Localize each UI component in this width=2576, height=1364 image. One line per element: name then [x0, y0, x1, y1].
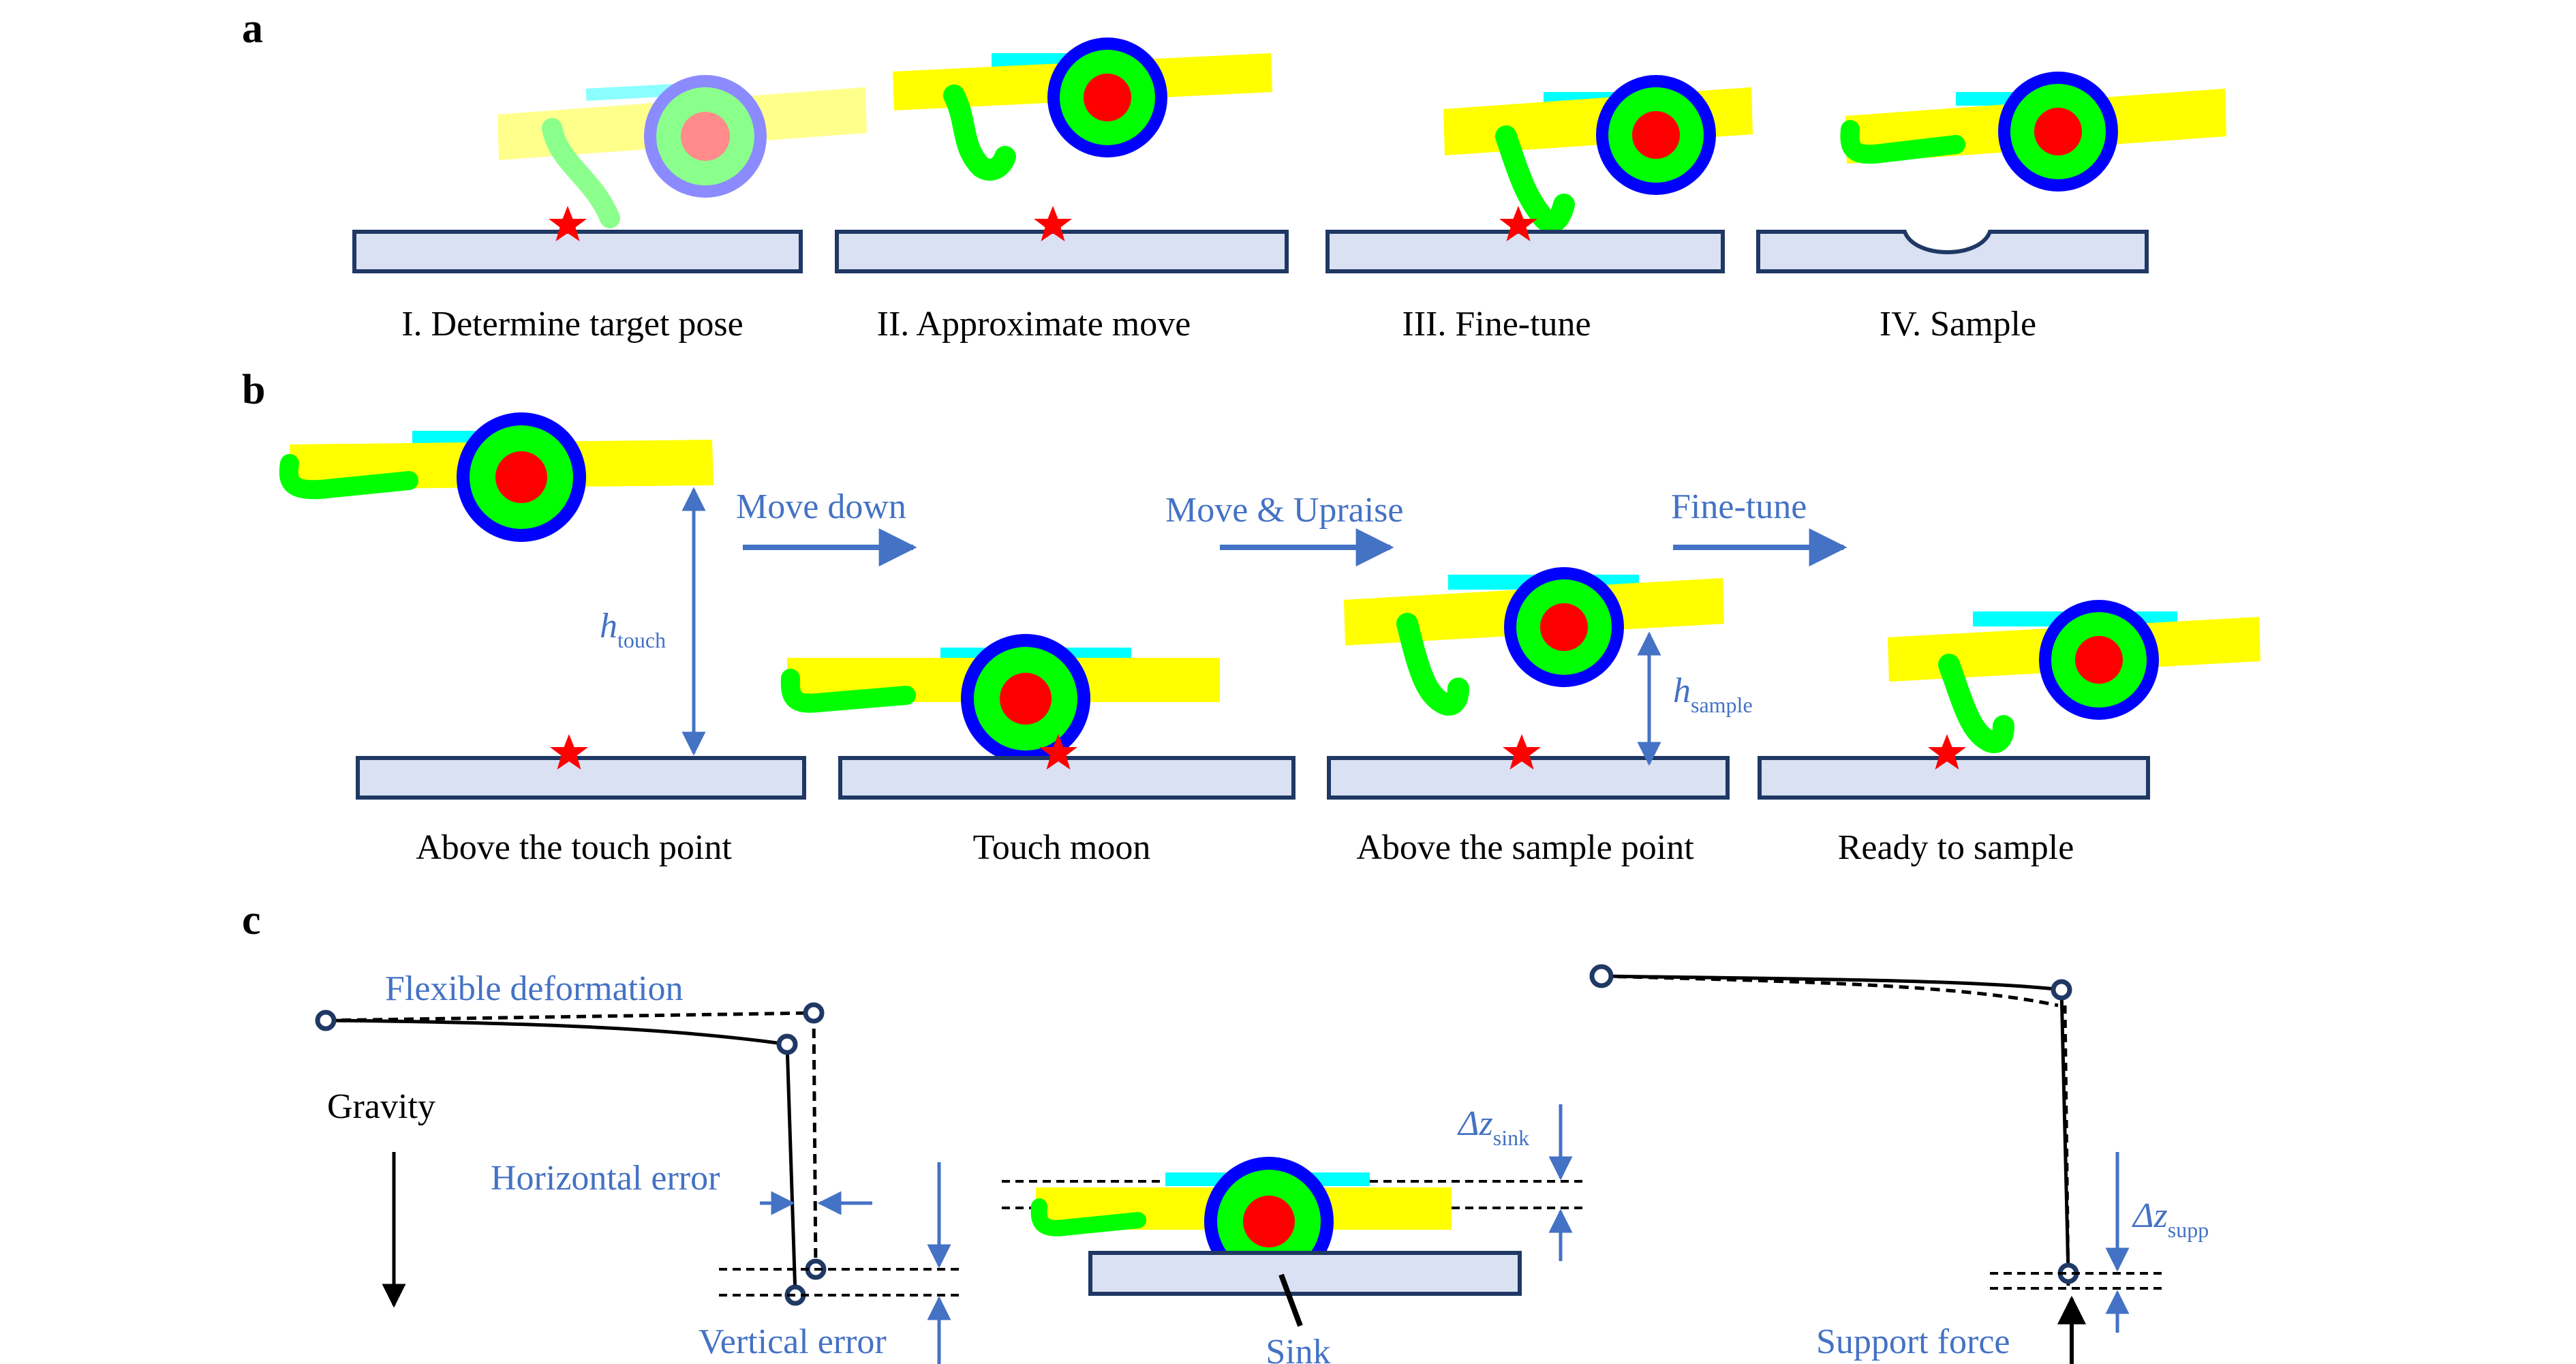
- caption-b1: Above the touch point: [416, 828, 732, 867]
- platform-a3: [1325, 230, 1725, 273]
- caption-b3: Above the sample point: [1356, 828, 1694, 867]
- fine-tune-label: Fine-tune: [1671, 487, 1807, 526]
- gravity-label: Gravity: [327, 1087, 435, 1126]
- platform-sink: [1088, 1251, 1522, 1296]
- arm-deformation: [315, 1002, 827, 1306]
- move-down-label: Move down: [736, 487, 906, 526]
- caption-b2: Touch moon: [973, 828, 1151, 867]
- move-upraise-label: Move & Upraise: [1165, 491, 1403, 530]
- rover-b2: [780, 634, 1220, 763]
- caption-a2: II. Approximate move: [877, 305, 1191, 344]
- caption-a3: III. Fine-tune: [1402, 305, 1591, 344]
- h-sample-label: hsample: [1673, 671, 1753, 717]
- panel-b-letter: b: [242, 367, 265, 413]
- platform-a1: [352, 230, 803, 273]
- rover-faded: [497, 75, 867, 228]
- flexible-deformation-label: Flexible deformation: [385, 969, 684, 1008]
- rover-a2: [893, 37, 1272, 181]
- dz-supp-label: Δzsupp: [2132, 1196, 2209, 1242]
- horizontal-error-label: Horizontal error: [491, 1159, 720, 1198]
- caption-a4: IV. Sample: [1880, 305, 2036, 344]
- dz-sink-label: Δzsink: [1457, 1104, 1529, 1150]
- sink-pointer: [1278, 1273, 1303, 1327]
- panel-a-letter: a: [242, 5, 263, 52]
- support-force-label: Support force: [1816, 1322, 2010, 1361]
- rover-b1: [279, 412, 714, 542]
- h-touch-label: htouch: [600, 607, 666, 652]
- panel-c-letter: c: [242, 897, 261, 943]
- caption-a1: I. Determine target pose: [401, 305, 743, 344]
- rover-a4: [1840, 72, 2226, 192]
- vertical-error-label: Vertical error: [699, 1322, 887, 1361]
- rover-sinking: [1030, 1157, 1452, 1286]
- platform-b1: [356, 756, 806, 800]
- rover-a3: [1443, 75, 1753, 233]
- platform-a4-sampled: [1756, 230, 2149, 273]
- arm-support: [1589, 964, 2079, 1289]
- sink-label: Sink: [1266, 1333, 1330, 1364]
- rover-b4: [1888, 600, 2260, 753]
- caption-b4: Ready to sample: [1838, 828, 2074, 867]
- rover-b3: [1344, 567, 1724, 716]
